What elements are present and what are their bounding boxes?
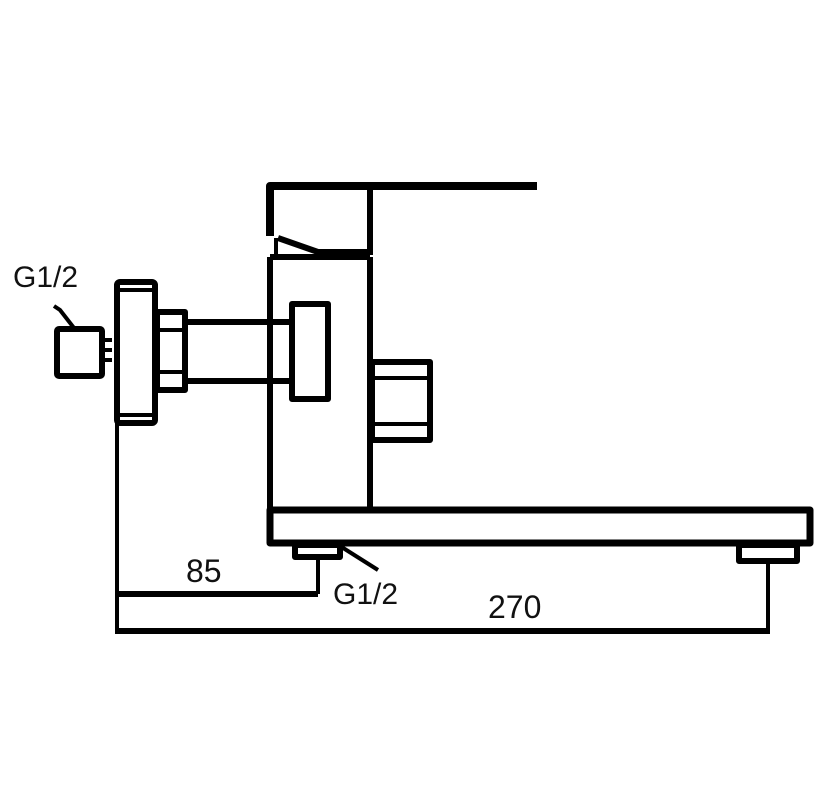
dimension-270-label: 270 xyxy=(488,589,541,625)
outlet-leader-line xyxy=(338,544,380,572)
hex-nut xyxy=(154,309,188,393)
wall-flange xyxy=(114,279,158,426)
outlet-fitting xyxy=(292,542,380,572)
spout xyxy=(266,506,814,547)
dimension-85-label: 85 xyxy=(186,553,222,589)
dimension-lines xyxy=(115,423,770,634)
inlet-leader-line xyxy=(52,304,76,330)
handle-lever xyxy=(266,182,537,256)
inlet-fitting xyxy=(52,304,112,379)
side-knob xyxy=(369,359,433,443)
spout-foot xyxy=(736,542,800,564)
inlet-thread-label: G1/2 xyxy=(13,261,78,294)
outlet-thread-label: G1/2 xyxy=(333,578,398,611)
inlet-pipe xyxy=(185,301,331,402)
